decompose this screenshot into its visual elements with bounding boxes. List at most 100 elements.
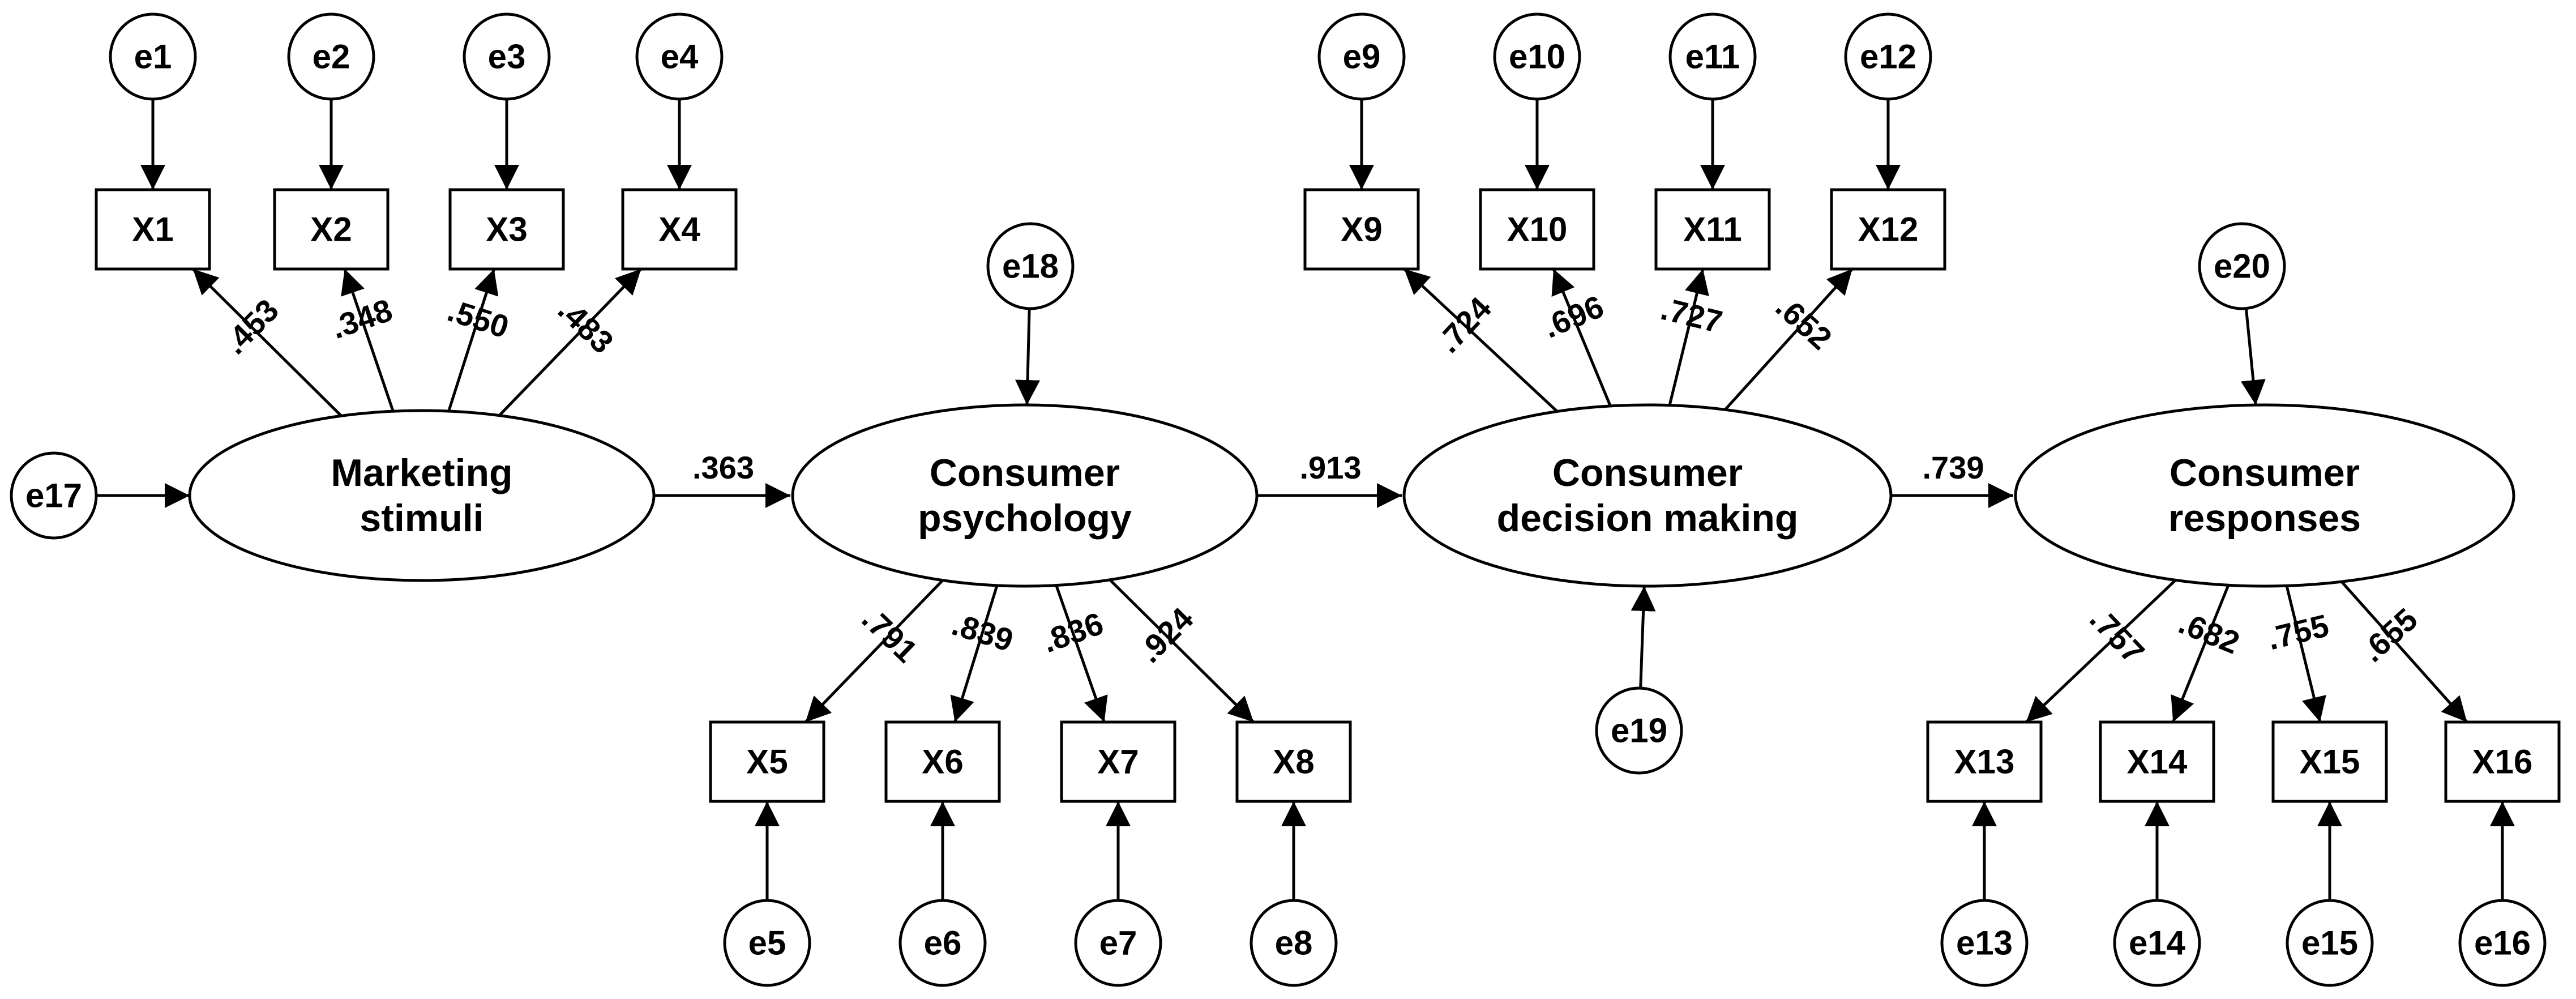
error-label: e4 xyxy=(661,38,699,76)
indicator-box-x7 xyxy=(1060,720,1176,803)
error-label: e9 xyxy=(1343,38,1381,76)
indicator-box-x1 xyxy=(95,188,211,271)
loading-coefficient: .724 xyxy=(1430,290,1498,360)
indicator-box-x15 xyxy=(2271,720,2388,803)
loading-arrow-x5 xyxy=(804,579,944,723)
indicator-label: X4 xyxy=(658,211,700,249)
indicator-box-x14 xyxy=(2099,720,2215,803)
error-label: e10 xyxy=(1509,38,1565,76)
factor-ellipse-marketing xyxy=(188,409,656,582)
indicator-label: X2 xyxy=(310,211,352,249)
loading-coefficient: .727 xyxy=(1658,291,1726,340)
factor-label-marketing: stimuli xyxy=(360,497,483,540)
indicator-label: X9 xyxy=(1341,211,1382,249)
indicator-box-x11 xyxy=(1654,188,1771,271)
error-label: e19 xyxy=(1611,712,1667,750)
error-label: e11 xyxy=(1685,38,1740,76)
error-circle-e13 xyxy=(1940,899,2029,987)
structural-coefficient: .913 xyxy=(1300,450,1362,485)
factor-label-responses: responses xyxy=(2168,497,2361,540)
factor-label-responses: Consumer xyxy=(2170,451,2360,494)
loading-arrow-x8 xyxy=(1109,579,1255,723)
loading-arrow-x6 xyxy=(950,585,999,723)
loading-arrow-x2 xyxy=(341,268,395,412)
factor-ellipse-decision xyxy=(1402,403,1893,588)
error-arrow-e18 xyxy=(1015,308,1041,405)
indicator-box-x5 xyxy=(709,720,825,803)
loading-arrow-x16 xyxy=(2340,580,2468,723)
indicator-label: X1 xyxy=(132,211,173,249)
error-label: e8 xyxy=(1275,924,1313,962)
loading-coefficient: .655 xyxy=(2354,601,2424,669)
error-label: e16 xyxy=(2474,924,2531,962)
error-arrow-e19 xyxy=(1631,586,1656,689)
indicator-box-x10 xyxy=(1479,188,1595,271)
indicator-label: X15 xyxy=(2300,743,2360,781)
loading-coefficient: .682 xyxy=(2174,604,2245,660)
error-circle-e19 xyxy=(1595,686,1683,775)
error-label: e6 xyxy=(924,924,962,962)
error-circle-e18 xyxy=(986,222,1075,310)
factor-ellipse-responses xyxy=(2014,403,2515,588)
loading-arrow-x11 xyxy=(1668,268,1709,406)
loading-arrow-x14 xyxy=(2171,584,2230,723)
indicator-box-x6 xyxy=(884,720,1001,803)
loading-coefficient: .839 xyxy=(948,606,1017,658)
error-circle-e20 xyxy=(2198,222,2286,310)
indicator-label: X6 xyxy=(922,743,963,781)
indicator-label: X14 xyxy=(2127,743,2188,781)
indicator-label: X7 xyxy=(1097,743,1139,781)
loading-coefficient: .348 xyxy=(327,292,396,345)
error-circle-e11 xyxy=(1668,12,1757,101)
error-circle-e10 xyxy=(1493,12,1581,101)
loading-coefficient: .696 xyxy=(1538,288,1608,345)
loading-coefficient: .755 xyxy=(2264,607,2333,656)
loading-arrow-x9 xyxy=(1403,268,1559,413)
indicator-box-x9 xyxy=(1303,188,1420,271)
error-label: e12 xyxy=(1860,38,1916,76)
indicator-box-x13 xyxy=(1926,720,2043,803)
error-circle-e2 xyxy=(287,12,375,101)
error-circle-e1 xyxy=(109,12,197,101)
loading-arrow-x3 xyxy=(447,268,499,412)
error-label: e15 xyxy=(2301,924,2358,962)
loading-arrow-x10 xyxy=(1551,268,1612,407)
loading-coefficient: .652 xyxy=(1769,289,1839,357)
indicator-label: X10 xyxy=(1507,211,1568,249)
structural-coefficient: .739 xyxy=(1923,450,1984,485)
loading-coefficient: .550 xyxy=(443,292,513,345)
error-circle-e3 xyxy=(463,12,551,101)
error-label: e5 xyxy=(748,924,786,962)
factor-label-psychology: Consumer xyxy=(930,451,1120,494)
factor-label-marketing: Marketing xyxy=(331,451,512,494)
indicator-label: X3 xyxy=(486,211,527,249)
error-label: e13 xyxy=(1956,924,2013,962)
error-label: e17 xyxy=(25,477,82,515)
indicator-box-x4 xyxy=(621,188,738,271)
indicator-label: X12 xyxy=(1858,211,1919,249)
error-circle-e8 xyxy=(1250,899,1338,987)
error-circle-e4 xyxy=(635,12,724,101)
loading-arrow-x12 xyxy=(1724,268,1854,411)
loading-arrow-x4 xyxy=(498,268,643,417)
loading-coefficient: .836 xyxy=(1038,605,1108,660)
indicator-label: X11 xyxy=(1683,211,1741,249)
error-label: e18 xyxy=(1002,247,1059,285)
indicator-label: X8 xyxy=(1273,743,1314,781)
error-label: e7 xyxy=(1099,924,1137,962)
loading-arrow-x15 xyxy=(2285,585,2326,723)
error-circle-e7 xyxy=(1074,899,1162,987)
error-label: e20 xyxy=(2214,247,2270,285)
paths-layer xyxy=(96,99,2515,900)
factor-ellipse-psychology xyxy=(791,403,1259,588)
structural-coefficient: .363 xyxy=(692,450,754,485)
error-arrow-e20 xyxy=(2240,308,2266,405)
loading-arrow-x13 xyxy=(2025,579,2177,723)
error-label: e1 xyxy=(134,38,172,76)
error-circle-e5 xyxy=(723,899,811,987)
error-label: e2 xyxy=(313,38,350,76)
indicator-label: X13 xyxy=(1954,743,2015,781)
error-circle-e9 xyxy=(1317,12,1406,101)
factor-label-decision: Consumer xyxy=(1552,451,1743,494)
